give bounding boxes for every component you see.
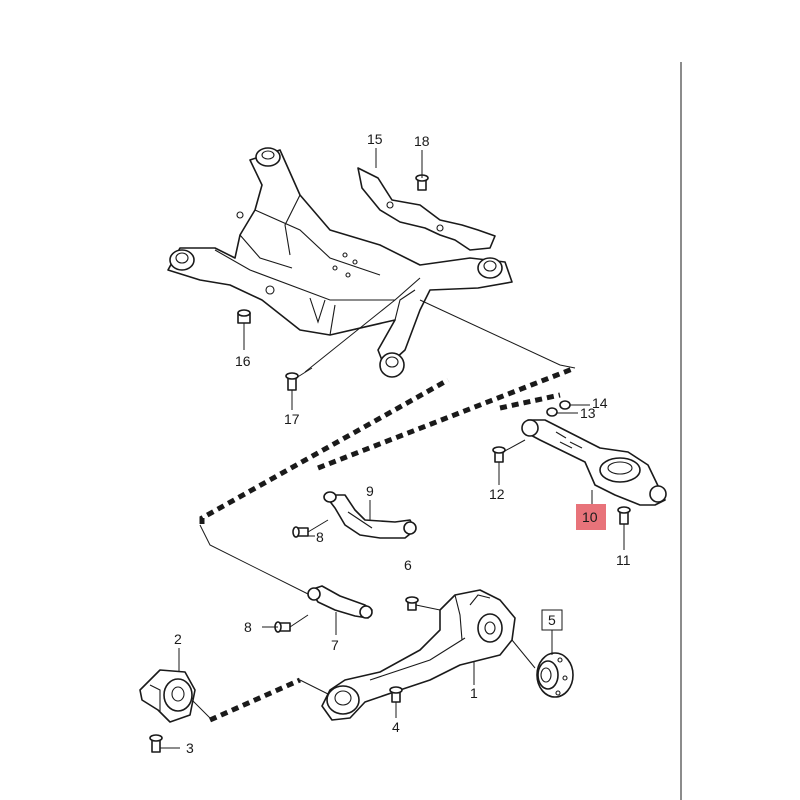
label-part-18: 18 <box>414 133 430 149</box>
bolt-part-4[interactable] <box>389 686 403 703</box>
nut-part-16[interactable] <box>237 309 251 324</box>
bolt-part-8-upper[interactable] <box>292 519 329 538</box>
label-part-8-lower: 8 <box>244 619 252 635</box>
bolt-part-17[interactable] <box>285 367 313 391</box>
bolt-top-knuckle[interactable] <box>405 596 441 611</box>
label-part-2: 2 <box>174 631 182 647</box>
bracket-part-15[interactable] <box>357 167 496 251</box>
label-part-8-upper: 8 <box>316 529 324 545</box>
upper-arm-part-9[interactable] <box>323 491 417 539</box>
label-part-15: 15 <box>367 131 383 147</box>
label-part-13: 13 <box>580 405 596 421</box>
reference-line-bushing <box>191 699 211 719</box>
dashed-reference-line-a <box>199 377 450 524</box>
trailing-arm-knuckle-part-1[interactable] <box>321 589 516 721</box>
label-part-9: 9 <box>366 483 374 499</box>
bolt-part-3[interactable] <box>149 734 163 753</box>
reference-line-arm-rear <box>299 679 331 696</box>
bolt-part-8-lower[interactable] <box>274 614 309 633</box>
label-part-17: 17 <box>284 411 300 427</box>
box-part-5 <box>541 609 563 631</box>
lower-control-arm-part-10[interactable] <box>521 419 667 506</box>
label-part-6: 6 <box>404 557 412 573</box>
label-part-1: 1 <box>470 685 478 701</box>
bolt-part-12[interactable] <box>492 439 526 463</box>
nut-part-13[interactable] <box>546 407 558 417</box>
dashed-reference-line-d <box>208 677 302 723</box>
bolt-part-11[interactable] <box>617 506 631 525</box>
dashed-reference-line-c <box>499 392 561 411</box>
label-part-4: 4 <box>392 719 400 735</box>
label-part-5: 5 <box>548 612 556 628</box>
label-part-16: 16 <box>235 353 251 369</box>
rear-subframe[interactable] <box>167 147 513 378</box>
reference-line-subframe-to-arm <box>419 299 576 369</box>
nut-part-14[interactable] <box>559 400 571 410</box>
reference-line-subframe-left <box>199 524 311 596</box>
highlight-box-part-10 <box>576 504 606 530</box>
dashed-reference-line-b <box>317 365 576 471</box>
label-part-7: 7 <box>331 637 339 653</box>
reference-line-subframe-center <box>304 299 396 373</box>
label-part-11: 11 <box>616 552 631 568</box>
label-part-14: 14 <box>592 395 608 411</box>
label-part-3: 3 <box>186 740 194 756</box>
wheel-hub-part-5[interactable] <box>511 639 574 698</box>
label-part-10: 10 <box>582 509 598 525</box>
label-part-12: 12 <box>489 486 505 502</box>
bushing-bracket-part-2[interactable] <box>139 669 196 723</box>
link-arm-part-7[interactable] <box>307 585 373 619</box>
